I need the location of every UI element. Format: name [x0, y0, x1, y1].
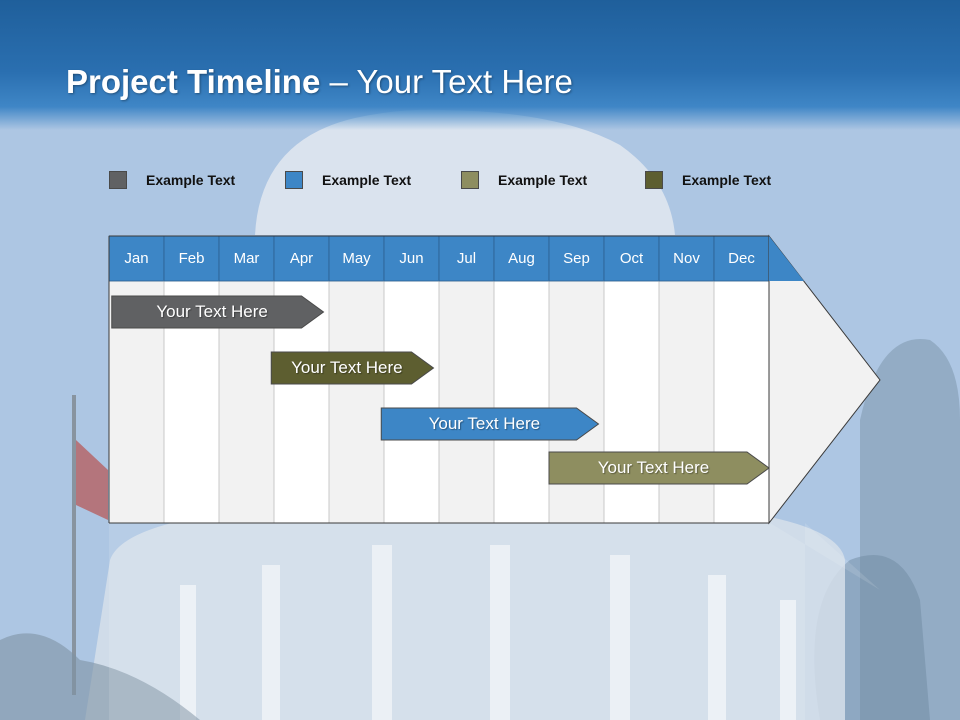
timeline-task-label: Your Text Here	[428, 414, 541, 433]
month-column	[548, 280, 605, 524]
month-header-cell	[713, 235, 770, 282]
month-column	[383, 280, 440, 524]
month-label: Aug	[508, 250, 535, 267]
month-column	[438, 280, 495, 524]
legend-swatch	[285, 171, 303, 189]
month-column	[713, 280, 770, 524]
legend-swatch	[461, 171, 479, 189]
timeline-arrow-head	[768, 234, 881, 525]
title-rest: – Your Text Here	[320, 63, 573, 100]
title-bold: Project Timeline	[66, 63, 321, 100]
timeline-task-label: Your Text Here	[597, 458, 710, 477]
legend-swatch	[109, 171, 127, 189]
month-header-cell	[218, 235, 275, 282]
month-column	[328, 280, 385, 524]
page-title: Project Timeline – Your Text Here	[66, 60, 573, 104]
timeline-task-bar	[270, 351, 435, 385]
month-label: Jun	[399, 250, 424, 267]
month-label: Jul	[456, 250, 477, 267]
month-label: Oct	[619, 250, 644, 267]
month-header-cell	[273, 235, 330, 282]
month-header-cell	[328, 235, 385, 282]
timeline-task-bar	[548, 451, 770, 485]
month-header-cell	[658, 235, 715, 282]
legend-label: Example Text	[498, 172, 588, 188]
month-label: Feb	[178, 250, 205, 267]
month-label: Sep	[563, 250, 590, 267]
month-column	[493, 280, 550, 524]
legend-label: Example Text	[322, 172, 412, 188]
month-label: Dec	[728, 250, 755, 267]
month-label: Mar	[233, 250, 260, 267]
month-column	[603, 280, 660, 524]
month-label: May	[342, 250, 371, 267]
timeline-task-bar	[111, 295, 325, 329]
legend-label: Example Text	[682, 172, 772, 188]
month-column	[658, 280, 715, 524]
legend-label: Example Text	[146, 172, 236, 188]
month-header-cell	[438, 235, 495, 282]
month-label: Nov	[673, 250, 700, 267]
legend-swatch	[645, 171, 663, 189]
title-banner	[0, 0, 960, 130]
month-label: Apr	[289, 250, 314, 267]
timeline-task-label: Your Text Here	[291, 358, 403, 377]
timeline-arrow-tip-header	[769, 236, 804, 281]
month-header-cell	[163, 235, 220, 282]
month-label: Jan	[124, 250, 149, 267]
month-header-cell	[548, 235, 605, 282]
timeline-task-label: Your Text Here	[156, 302, 268, 321]
timeline-task-bar	[380, 407, 600, 441]
